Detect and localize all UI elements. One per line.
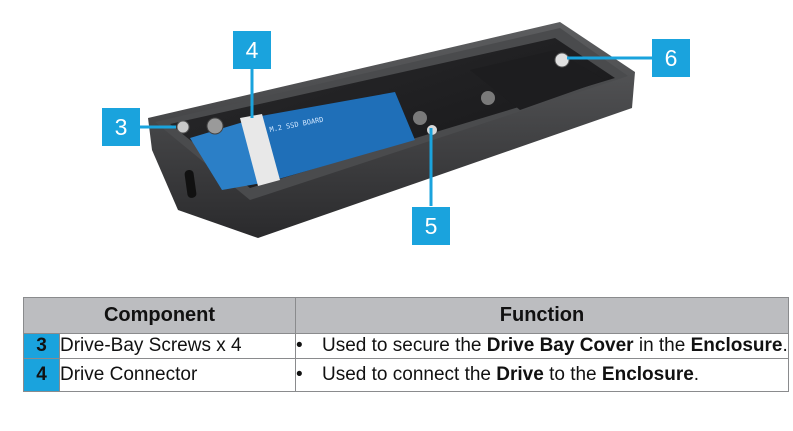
screw	[176, 120, 190, 134]
table-row: 3 Drive-Bay Screws x 4 • Used to secure …	[23, 333, 789, 359]
standoff	[413, 111, 427, 125]
drive-connector	[240, 114, 280, 186]
callout-6: 6	[652, 39, 690, 77]
callout-4: 4	[233, 31, 271, 69]
enclosure-photo: M.2 SSD BOARD	[140, 22, 654, 238]
component-table: Component Function 3 Drive-Bay Screws x …	[23, 297, 789, 392]
standoff	[554, 52, 570, 68]
table-row: 4 Drive Connector • Used to connect the …	[23, 358, 789, 392]
callout-3: 3	[102, 108, 140, 146]
standoff	[481, 91, 495, 105]
usb-port	[184, 169, 197, 198]
row-number: 3	[23, 333, 60, 359]
header-function: Function	[295, 297, 789, 334]
function-text: Used to secure the Drive Bay Cover in th…	[322, 335, 788, 356]
callout-5: 5	[412, 207, 450, 245]
table-header-row: Component Function	[23, 297, 789, 334]
component-name: Drive-Bay Screws x 4	[59, 333, 296, 359]
row-number: 4	[23, 358, 60, 392]
function-text: Used to connect the Drive to the Enclosu…	[322, 364, 700, 385]
component-name: Drive Connector	[59, 358, 296, 392]
bullet: •	[296, 335, 303, 356]
function-cell: • Used to secure the Drive Bay Cover in …	[295, 333, 789, 359]
function-cell: • Used to connect the Drive to the Enclo…	[295, 358, 789, 392]
bullet: •	[296, 364, 303, 385]
screw	[206, 117, 224, 135]
header-component: Component	[23, 297, 296, 334]
